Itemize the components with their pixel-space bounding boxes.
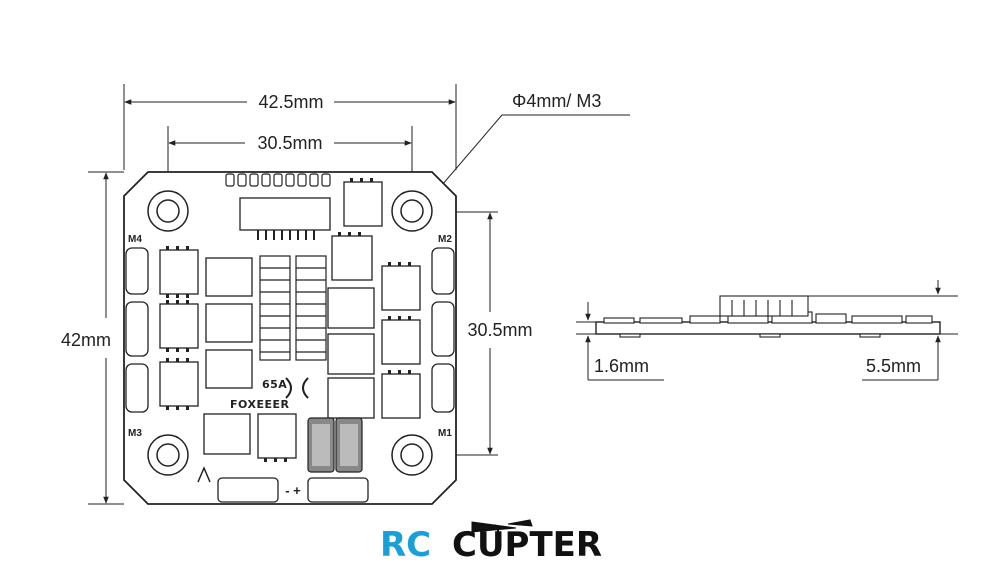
bulk-capacitors: [307, 417, 363, 473]
dimension-hole-spacing-h: 30.5mm: [167, 126, 413, 208]
motor-pads-left: [125, 247, 149, 413]
power-pads: - +: [217, 477, 369, 503]
mounting-hole-m1: [391, 434, 433, 476]
watermark-rc: RC: [380, 525, 431, 562]
mounting-hole-m3: [147, 434, 189, 476]
mounting-hole-m2: [391, 190, 433, 232]
signal-connector-pins: [225, 173, 331, 187]
dimension-pcb-thickness: 1.6mm: [576, 302, 664, 381]
motor-label-m4: M4: [128, 234, 142, 245]
motor-label-m2: M2: [438, 234, 452, 245]
esc-board-side-view: 1.6mm 5.5mm: [576, 280, 958, 381]
board-height-label: 42mm: [61, 330, 111, 350]
mounting-hole-m4: [147, 190, 189, 232]
chip-leads: [166, 178, 411, 462]
dimension-total-height: 5.5mm: [808, 280, 958, 381]
pcb-thickness-label: 1.6mm: [594, 356, 649, 376]
motor-pads-right: [431, 247, 455, 413]
hole-spacing-v-label: 30.5mm: [467, 320, 532, 340]
power-polarity-label: - +: [285, 483, 301, 498]
hole-spec-label: Φ4mm/ M3: [512, 91, 601, 111]
motor-label-m3: M3: [128, 428, 142, 439]
orientation-arrow-icon: [197, 466, 211, 483]
esc-board-top-view: M4 M2 M3 M1: [123, 171, 457, 505]
board-width-label: 42.5mm: [258, 92, 323, 112]
total-height-label: 5.5mm: [866, 356, 921, 376]
current-rating-label: 65A: [262, 378, 287, 391]
dimension-board-width: 42.5mm: [123, 84, 457, 170]
propeller-icon: [471, 519, 533, 536]
motor-label-m1: M1: [438, 428, 452, 439]
capacitor-bank: [259, 255, 327, 361]
side-connector: [719, 295, 809, 317]
dimension-board-height: 42mm: [61, 171, 124, 505]
brand-label: FOXEEER: [230, 398, 289, 411]
foxeer-logo-icon: [285, 377, 309, 399]
jst-connector: [239, 197, 331, 240]
rc-copter-watermark: RC CÜPTER: [380, 519, 602, 562]
mosfet-chips: [159, 181, 421, 459]
hole-spacing-h-label: 30.5mm: [257, 133, 322, 153]
